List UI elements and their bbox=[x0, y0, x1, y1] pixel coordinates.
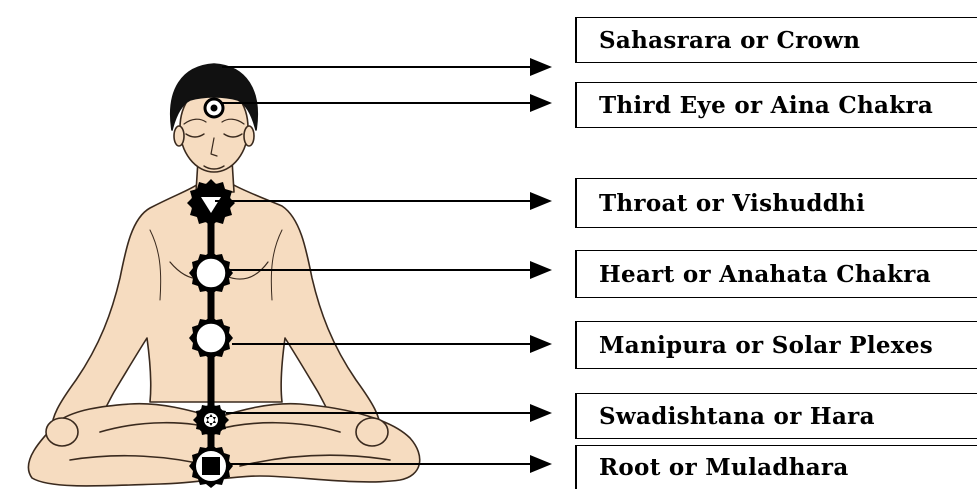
right-ear bbox=[244, 126, 254, 146]
arrow-head-crown bbox=[530, 58, 552, 76]
label-heart: Heart or Anahata Chakra bbox=[575, 250, 977, 298]
label-third-eye: Third Eye or Aina Chakra bbox=[575, 82, 977, 128]
label-third-eye-text: Third Eye or Aina Chakra bbox=[599, 92, 933, 119]
torso bbox=[52, 184, 381, 443]
arrow-head-solar-plexus bbox=[530, 335, 552, 353]
arrow-head-throat bbox=[530, 192, 552, 210]
label-throat-text: Throat or Vishuddhi bbox=[599, 190, 865, 217]
left-hand bbox=[46, 418, 78, 446]
left-ear bbox=[174, 126, 184, 146]
label-crown-text: Sahasrara or Crown bbox=[599, 27, 860, 54]
label-solar-plexus: Manipura or Solar Plexes bbox=[575, 321, 977, 369]
right-hand bbox=[356, 418, 388, 446]
arrow-head-heart bbox=[530, 261, 552, 279]
third-eye-chakra-icon bbox=[205, 99, 223, 117]
arrow-head-root bbox=[530, 455, 552, 473]
label-sacral-text: Swadishtana or Hara bbox=[599, 403, 875, 430]
label-solar-plexus-text: Manipura or Solar Plexes bbox=[599, 332, 933, 359]
label-root-text: Root or Muladhara bbox=[599, 454, 849, 481]
label-heart-text: Heart or Anahata Chakra bbox=[599, 261, 931, 288]
arrow-head-sacral bbox=[530, 404, 552, 422]
arrow-head-third-eye bbox=[530, 94, 552, 112]
label-throat: Throat or Vishuddhi bbox=[575, 178, 977, 228]
label-sacral: Swadishtana or Hara bbox=[575, 393, 977, 439]
label-crown: Sahasrara or Crown bbox=[575, 17, 977, 63]
label-root: Root or Muladhara bbox=[575, 445, 977, 489]
